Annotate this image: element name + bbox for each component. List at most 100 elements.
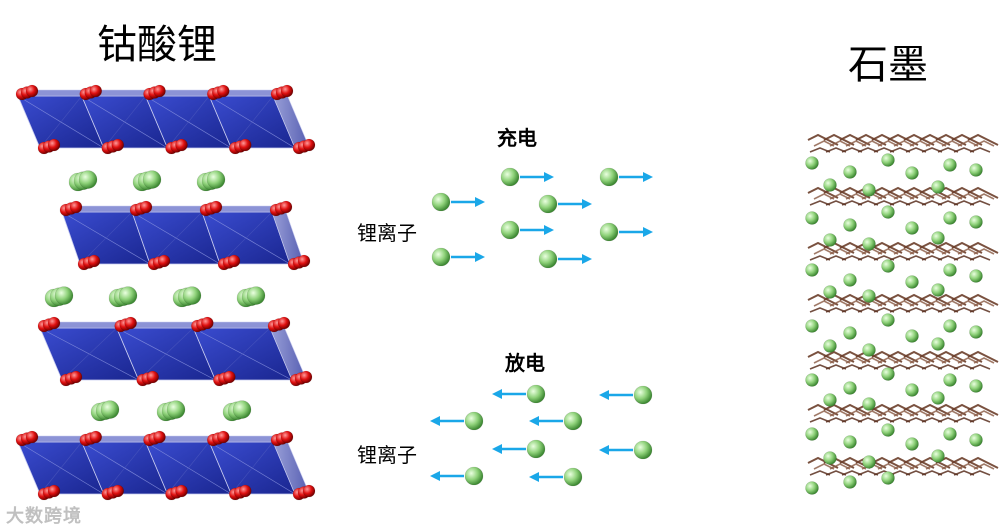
carbon-bond — [809, 255, 831, 261]
carbon-bond — [813, 463, 835, 470]
oxygen-atom — [201, 316, 214, 330]
carbon-bond — [973, 463, 995, 470]
carbon-bond — [937, 417, 959, 423]
carbon-bond — [809, 470, 831, 476]
carbon-bond — [825, 417, 847, 423]
lithium-atom — [881, 259, 895, 273]
cobalt-oxide-layer — [15, 84, 316, 155]
carbon-bond — [807, 241, 839, 254]
oxygen-atom — [47, 316, 61, 330]
lithium-atom — [931, 283, 945, 297]
carbon-bond — [925, 357, 947, 364]
carbon-bond — [823, 403, 855, 416]
carbon-bond — [905, 417, 927, 423]
carbon-bond — [841, 200, 863, 206]
lithium-atom — [881, 471, 895, 485]
lithium-atom — [206, 170, 226, 189]
oxygen-atom — [223, 370, 236, 384]
lithium-atom — [881, 205, 895, 219]
lithium-ion-moving-left — [599, 440, 653, 460]
carbon-bond — [873, 417, 895, 423]
carbon-bond — [967, 293, 999, 306]
carbon-bond — [877, 357, 899, 364]
lithium-atom — [905, 329, 919, 343]
carbon-bond — [813, 248, 835, 255]
carbon-bond — [873, 255, 895, 261]
carbon-bond — [871, 241, 903, 254]
carbon-bond — [903, 293, 935, 306]
carbon-bond — [909, 357, 931, 364]
carbon-bond — [809, 307, 831, 313]
carbon-bond — [925, 463, 947, 470]
lithium-atom — [931, 449, 945, 463]
carbon-bond — [829, 248, 851, 255]
carbon-bond — [921, 200, 943, 206]
oxygen-atom — [175, 484, 188, 498]
graphene-sheet — [807, 350, 999, 370]
lithium-atom — [805, 481, 819, 495]
carbon-bond — [893, 140, 915, 147]
lithium-ion-moving-left — [430, 466, 484, 486]
carbon-bond — [957, 300, 979, 307]
lithium-atom — [843, 273, 857, 287]
carbon-bond — [871, 293, 903, 306]
octahedron-edge — [39, 441, 82, 495]
carbon-bond — [841, 147, 863, 153]
lithium-atom — [142, 170, 162, 189]
carbon-bond — [893, 463, 915, 470]
lithium-ion — [538, 249, 558, 269]
carbon-bond — [857, 200, 879, 206]
carbon-bond — [941, 193, 963, 200]
carbon-bond — [861, 357, 883, 364]
carbon-bond — [841, 255, 863, 261]
lithium-ion-label-charge: 锂离子 — [357, 221, 417, 245]
oxygen-atom — [297, 254, 311, 268]
lithium-atom — [969, 215, 983, 229]
lithium-atom — [100, 400, 120, 419]
carbon-bond — [825, 255, 847, 261]
carbon-bond — [873, 147, 895, 153]
graphene-sheet — [807, 186, 999, 206]
lithium-atom — [843, 381, 857, 395]
lithium-ion-moving-left — [492, 439, 546, 459]
carbon-bond — [953, 307, 975, 313]
carbon-bond — [909, 410, 931, 417]
carbon-bond — [825, 307, 847, 313]
carbon-bond — [967, 133, 999, 146]
carbon-bond — [903, 403, 935, 416]
lithium-ion — [633, 385, 653, 405]
carbon-bond — [823, 350, 855, 363]
carbon-bond — [937, 364, 959, 370]
carbon-bond — [887, 293, 919, 306]
carbon-bond — [919, 350, 951, 363]
lithium-atom — [805, 156, 819, 170]
carbon-bond — [935, 403, 967, 416]
lithium-atom — [881, 313, 895, 327]
lithium-ion-moving-left — [492, 384, 546, 404]
oxygen-atom — [175, 138, 188, 152]
carbon-bond — [807, 456, 839, 469]
carbon-bond — [969, 364, 991, 370]
carbon-bond — [905, 307, 927, 313]
carbon-bond — [841, 417, 863, 423]
oxygen-atom — [216, 430, 230, 444]
lithium-atom — [823, 451, 837, 465]
carbon-bond — [845, 410, 867, 417]
carbon-bond — [953, 417, 975, 423]
carbon-bond — [957, 140, 979, 147]
lithium-atom — [246, 286, 266, 305]
carbon-bond — [903, 456, 935, 469]
carbon-bond — [957, 410, 979, 417]
carbon-bond — [887, 456, 919, 469]
lithium-ion — [526, 439, 546, 459]
lithium-ion — [464, 411, 484, 431]
carbon-bond — [871, 456, 903, 469]
carbon-bond — [887, 186, 919, 199]
carbon-bond — [953, 364, 975, 370]
oxygen-atom — [25, 84, 39, 98]
lithium-ion — [538, 194, 558, 214]
lithium-ion-moving-left — [529, 411, 583, 431]
lithium-ion — [500, 220, 520, 240]
lithium-atom — [931, 391, 945, 405]
